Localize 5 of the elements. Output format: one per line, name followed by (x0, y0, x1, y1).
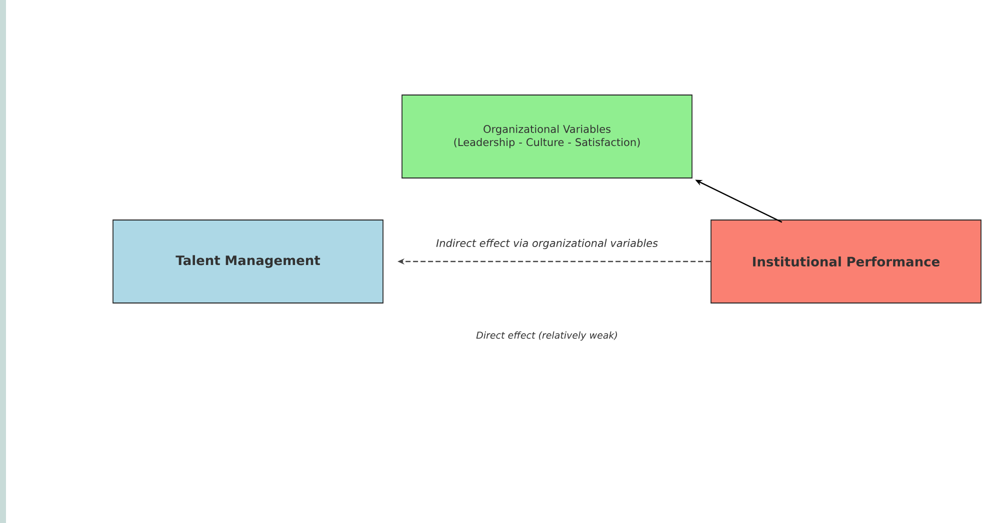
note: Direct effect (relatively weak) (476, 331, 617, 341)
box: Institutional Performance (710, 220, 982, 304)
box: Talent Management (112, 220, 384, 304)
box: Organizational Variables (Leadership - Culture - Satisfaction) (402, 94, 692, 178)
edge-label: Indirect effect via organizational variables (435, 238, 659, 250)
